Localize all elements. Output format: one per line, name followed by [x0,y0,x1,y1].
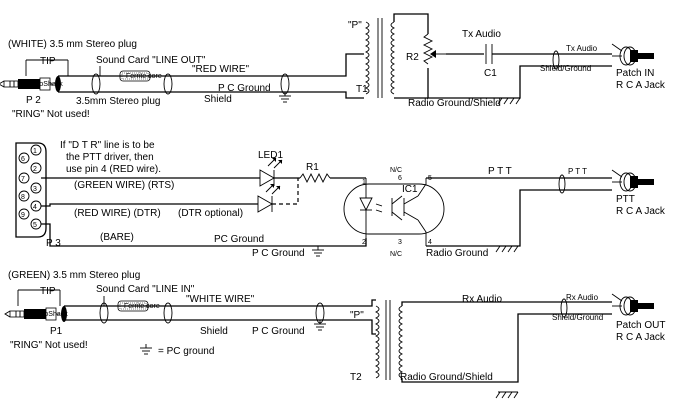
pc-ground-symbol-top [278,91,292,103]
svg-text:8: 8 [21,194,25,201]
t2-secondary-coil [398,305,403,379]
dtr-optional-label: (DTR optional) [178,208,243,219]
t1-secondary-coil [390,21,395,95]
chassis-ground-bottom [495,391,519,399]
ptt-label: P T T [488,166,512,177]
rx-audio-label: Rx Audio [462,294,502,305]
pc-ground-legend-symbol [139,343,153,355]
sound-card-line-out: Sound Card "LINE OUT" [96,55,206,66]
db9-connector-p3 [15,142,47,238]
patch-in-label: Patch IN [616,68,654,79]
svg-text:9: 9 [21,212,25,219]
tip-label-top: TIP [40,56,56,67]
nc-bottom: N/C [390,251,402,258]
plug-bottom-label: 3.5mm Stereo plug [76,96,161,107]
shield-ground-top: Shield/Ground [540,64,591,73]
red-wire-label: "RED WIRE" [192,64,250,75]
dtr-note-line3: use pin 4 (RED wire). [66,164,161,175]
white-wire-label: "WHITE WIRE" [186,294,255,305]
svg-text:2: 2 [33,166,37,173]
radio-ground-middle: Radio Ground [426,248,488,259]
led1-label: LED1 [258,150,283,161]
svg-text:3: 3 [33,186,37,193]
svg-text:6: 6 [398,175,402,182]
pc-ground-symbol-bottom [313,319,327,331]
ptt-small-label: P T T [568,167,587,176]
nc-top: N/C [390,167,402,174]
ring-unused-top: "RING" Not used! [12,109,90,120]
bare-wire-label: (BARE) [100,232,134,243]
t2-label: T2 [350,372,362,383]
p-label-t1: "P" [348,20,362,31]
led1-rts [259,169,275,187]
middle-section: 1 6 2 7 3 8 4 9 5 If "D T R" line is to … [15,140,666,259]
p-label-t2: "P" [350,310,364,321]
ptt-jack-label: PTT [616,194,635,205]
ring-unused-bottom: "RING" Not used! [10,340,88,351]
white-plug-label: (WHITE) 3.5 mm Stereo plug [8,39,137,50]
tx-audio-label: Tx Audio [462,29,501,40]
bottom-section: (GREEN) 3.5 mm Stereo plug TIP RadioShac… [4,270,666,399]
t1-label: T1 [356,84,368,95]
svg-text:5: 5 [33,222,37,229]
dtr-note-line2: the PTT driver, then [66,152,154,163]
rca-jack-patch-in [611,43,655,66]
p2-label: P 2 [26,95,41,106]
dtr-note-line1: If "D T R" line is to be [60,140,155,151]
chassis-ground-middle [495,245,519,253]
plug-brand-p2: RadioShack [25,81,63,88]
rx-audio-small: Rx Audio [566,293,599,302]
svg-text:4: 4 [428,239,432,246]
r2-label: R2 [406,52,419,63]
chassis-ground-top [497,97,521,105]
pc-ground-legend: = PC ground [158,346,214,357]
pc-ground-top: P C Ground [218,83,271,94]
patch-out-label: Patch OUT [616,320,665,331]
pc-ground-middle-1: PC Ground [214,234,264,245]
r1-resistor [299,172,331,184]
svg-text:6: 6 [21,156,25,163]
db9-pins: 1 6 2 7 3 8 4 9 5 [18,144,42,230]
shield-label-bottom: Shield [200,326,228,337]
shield-label-top: Shield [204,94,232,105]
red-wire-dtr-label: (RED WIRE) (DTR) [74,208,161,219]
ic1-optocoupler [343,183,445,235]
rca-jack-label-bottom: R C A Jack [616,332,666,343]
radio-ground-shield-top: Radio Ground/Shield [408,98,501,109]
pc-ground-bottom: P C Ground [252,326,305,337]
r2-potentiometer [422,33,434,65]
top-section: (WHITE) 3.5 mm Stereo plug TIP RadioShac… [0,13,666,120]
sound-card-line-in: Sound Card "LINE IN" [96,284,195,295]
tx-audio-small: Tx Audio [566,44,598,53]
rca-jack-label-middle: R C A Jack [616,206,666,217]
svg-text:3: 3 [398,239,402,246]
pc-ground-middle-2: P C Ground [252,248,305,259]
svg-text:7: 7 [21,176,25,183]
shield-ground-bottom: Shield/Ground [552,313,603,322]
r1-label: R1 [306,162,319,173]
c1-label: C1 [484,68,497,79]
svg-text:1: 1 [33,148,37,155]
green-wire-rts-label: (GREEN WIRE) (RTS) [74,180,174,191]
rca-jack-label-top: R C A Jack [616,80,666,91]
p1-label: P1 [50,326,63,337]
led1-dtr-optional [257,195,273,213]
plug-brand-p1: RadioShack [30,311,68,318]
rca-jack-patch-out [611,293,655,316]
p3-label: P 3 [46,238,61,249]
svg-text:1: 1 [362,179,366,186]
tip-label-bottom: TIP [40,286,56,297]
rca-jack-ptt [611,169,655,192]
green-plug-label: (GREEN) 3.5 mm Stereo plug [8,270,140,281]
radio-ground-shield-bottom: Radio Ground/Shield [400,372,493,383]
ic1-label: IC1 [402,184,418,195]
svg-text:2: 2 [362,239,366,246]
t2-primary-coil [375,305,380,379]
pc-ground-symbol-middle [311,245,325,257]
svg-text:4: 4 [33,204,37,211]
